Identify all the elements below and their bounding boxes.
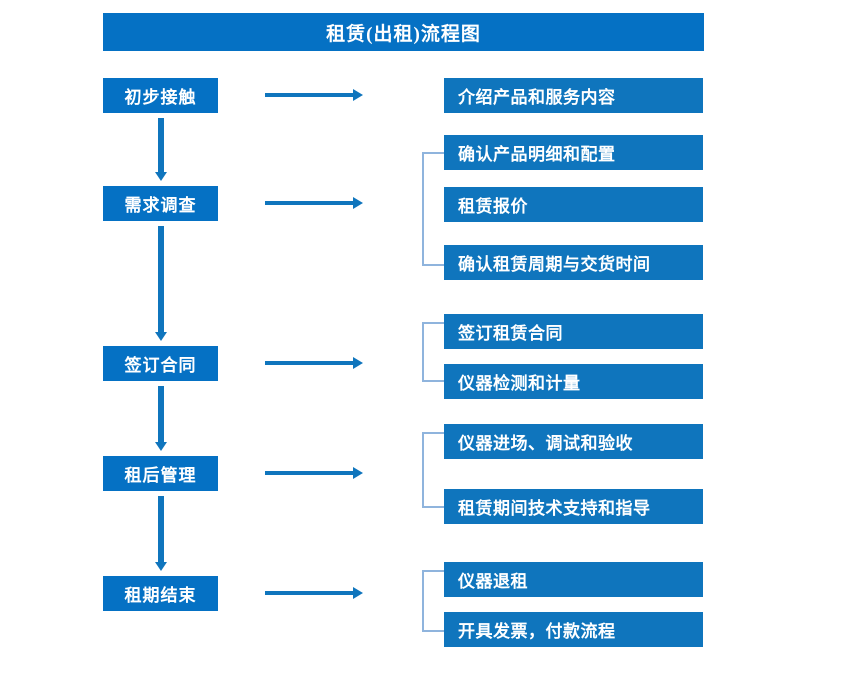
bracket-group-xu-qiu-diao-cha (422, 152, 444, 266)
down-arrow-4 (155, 496, 167, 571)
detail-box-yi-qi-jin-chang[interactable]: 仪器进场、调试和验收 (444, 424, 703, 459)
right-arrow-2 (265, 197, 363, 209)
right-arrow-5 (265, 587, 363, 599)
page-title: 租赁(出租)流程图 (103, 13, 704, 51)
right-arrow-3 (265, 357, 363, 369)
down-arrow-1 (155, 118, 167, 181)
detail-box-yi-qi-tui-zu[interactable]: 仪器退租 (444, 562, 703, 597)
detail-box-zu-lin-bao-jia[interactable]: 租赁报价 (444, 187, 703, 222)
down-arrow-2 (155, 226, 167, 341)
stage-box-qian-ding-he-tong[interactable]: 签订合同 (103, 346, 218, 381)
down-arrow-3 (155, 386, 167, 451)
detail-box-que-ren-zu-lin-zhou-qi[interactable]: 确认租赁周期与交货时间 (444, 245, 703, 280)
detail-box-que-ren-chan-pin-ming-xi[interactable]: 确认产品明细和配置 (444, 135, 703, 170)
right-arrow-1 (265, 89, 363, 101)
right-arrow-4 (265, 467, 363, 479)
stage-box-zu-hou-guan-li[interactable]: 租后管理 (103, 456, 218, 491)
stage-box-zu-qi-jie-shu[interactable]: 租期结束 (103, 576, 218, 611)
stage-box-chu-bu-jie-chu[interactable]: 初步接触 (103, 78, 218, 113)
detail-box-yi-qi-jian-ce-he-ji-liang[interactable]: 仪器检测和计量 (444, 364, 703, 399)
detail-box-kai-ju-fa-piao[interactable]: 开具发票，付款流程 (444, 612, 703, 647)
detail-box-jie-shao-chan-pin[interactable]: 介绍产品和服务内容 (444, 78, 703, 113)
bracket-group-qian-ding-he-tong (422, 322, 444, 382)
detail-box-qian-ding-zu-lin-he-tong[interactable]: 签订租赁合同 (444, 314, 703, 349)
detail-box-zu-lin-qi-jian-ji-shu-zhi-chi[interactable]: 租赁期间技术支持和指导 (444, 489, 703, 524)
bracket-group-zu-hou-guan-li (422, 432, 444, 508)
bracket-group-zu-qi-jie-shu (422, 570, 444, 632)
stage-box-xu-qiu-diao-cha[interactable]: 需求调查 (103, 186, 218, 221)
